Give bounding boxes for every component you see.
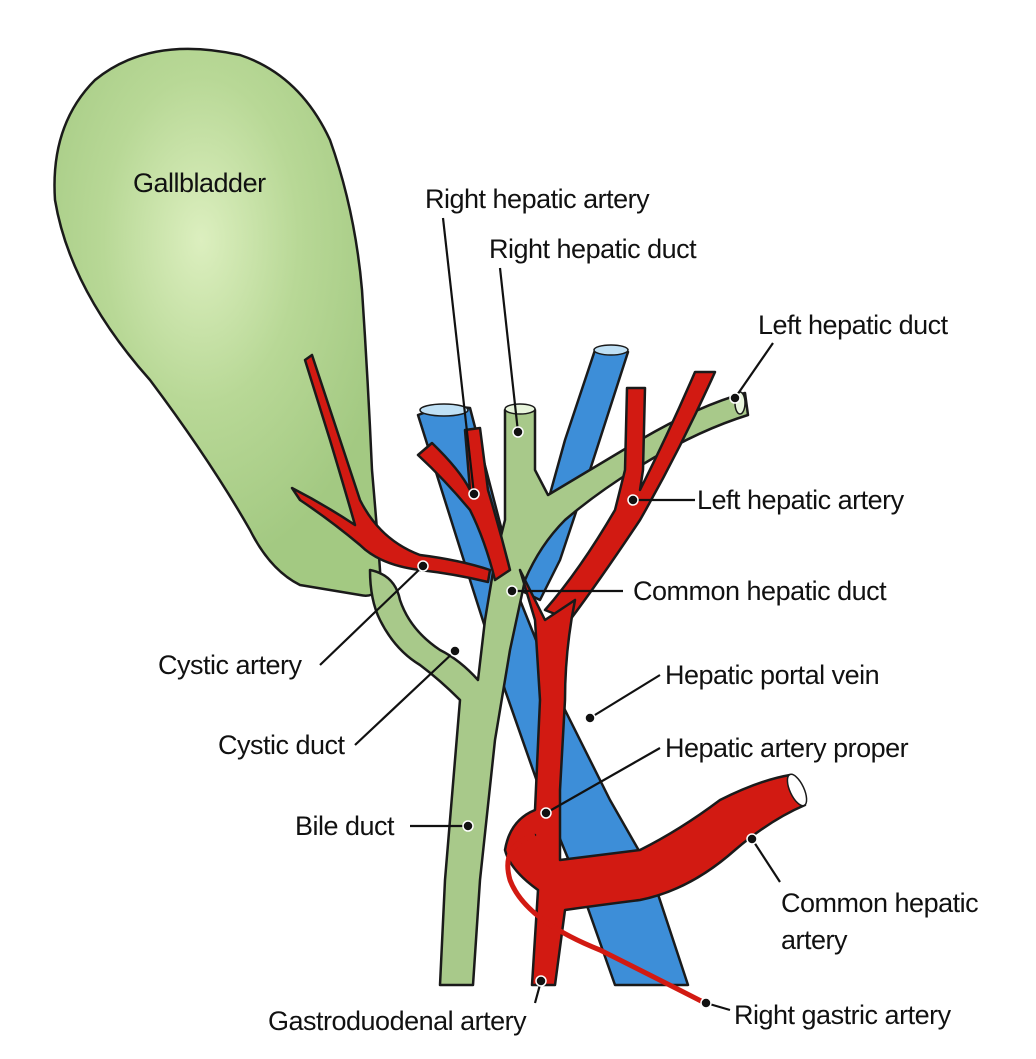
label-gastroduodenal-artery: Gastroduodenal artery [268, 1006, 527, 1036]
bile-duct-system [368, 391, 750, 987]
label-right-hepatic-artery: Right hepatic artery [425, 184, 650, 214]
label-gallbladder: Gallbladder [133, 168, 266, 198]
label-right-hepatic-duct: Right hepatic duct [489, 234, 697, 264]
label-common-hepatic-duct: Common hepatic duct [633, 576, 887, 606]
labels: Gallbladder Right hepatic artery Right h… [133, 168, 979, 1036]
label-common-hepatic-artery-line1: Common hepatic [781, 888, 978, 918]
label-right-gastric-artery: Right gastric artery [734, 1000, 952, 1030]
label-cystic-duct: Cystic duct [218, 730, 346, 760]
leader-dots [417, 392, 758, 1009]
label-cystic-artery: Cystic artery [158, 650, 303, 680]
leader-lines [319, 217, 781, 1012]
label-left-hepatic-duct: Left hepatic duct [758, 310, 949, 340]
label-hepatic-artery-proper: Hepatic artery proper [665, 733, 909, 763]
label-hepatic-portal-vein: Hepatic portal vein [665, 660, 879, 690]
cystic-artery-vessel [290, 353, 492, 584]
label-left-hepatic-artery: Left hepatic artery [697, 485, 905, 515]
label-bile-duct: Bile duct [295, 811, 395, 841]
label-common-hepatic-artery-line2: artery [781, 925, 848, 955]
